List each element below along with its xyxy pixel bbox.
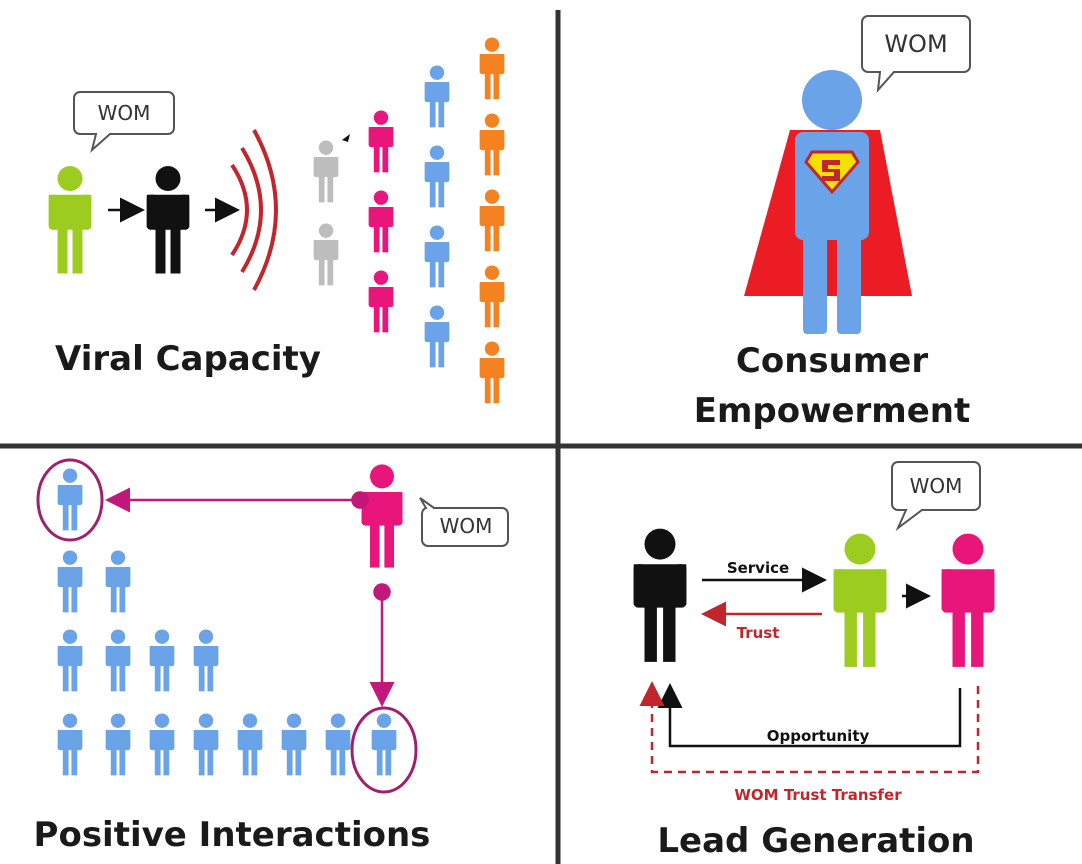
person-pink-icon xyxy=(941,533,995,667)
speech-bubble: WOM xyxy=(891,461,981,532)
arrow-wom-trust-transfer xyxy=(639,681,980,774)
crowd-blue xyxy=(424,65,450,368)
bubble-text: WOM xyxy=(884,30,947,58)
quadrant-title-line1: Consumer xyxy=(736,341,928,381)
quadrant-title: Lead Generation xyxy=(657,821,974,861)
speech-bubble: WOM xyxy=(419,497,509,547)
superhero-icon xyxy=(744,70,912,334)
quadrant-title: Positive Interactions xyxy=(34,815,431,855)
highlight-ring xyxy=(36,458,104,542)
person-black-icon xyxy=(633,528,687,662)
highlight-ring xyxy=(350,706,418,794)
crowd-grey xyxy=(313,134,350,286)
quadrant-lead-generation: WOM Service Trust Opportunity WOM Trust … xyxy=(633,461,995,861)
quadrant-positive-interactions: WOM Positive Interactions xyxy=(34,458,509,855)
bubble-text: WOM xyxy=(98,101,151,125)
person-green-icon xyxy=(48,166,92,274)
arrow-opportunity xyxy=(657,683,962,748)
quadrant-consumer-empowerment: WOM Consumer Empowerment xyxy=(694,15,971,431)
superman-logo-icon xyxy=(804,150,860,195)
crowd-pink xyxy=(368,110,394,333)
quadrant-title-line2: Empowerment xyxy=(694,391,971,431)
crowd-orange xyxy=(479,37,505,404)
person-green-icon xyxy=(833,533,887,667)
person-black-icon xyxy=(146,166,190,274)
arrow-wom-trust-transfer-label: WOM Trust Transfer xyxy=(734,786,902,804)
quadrant-viral-capacity: WOM xyxy=(48,37,505,404)
person-pink-icon xyxy=(361,464,403,568)
bubble-text: WOM xyxy=(440,514,493,538)
arrow-service-label: Service xyxy=(727,559,789,577)
arrow-opportunity-label: Opportunity xyxy=(767,727,870,745)
quadrant-title: Viral Capacity xyxy=(55,339,321,379)
speech-bubble: WOM xyxy=(861,15,971,94)
sound-waves-icon xyxy=(230,129,278,291)
arrow-trust-label: Trust xyxy=(737,624,780,642)
crowd-blue xyxy=(57,468,397,776)
speech-bubble: WOM xyxy=(73,91,175,153)
bubble-text: WOM xyxy=(910,474,963,498)
